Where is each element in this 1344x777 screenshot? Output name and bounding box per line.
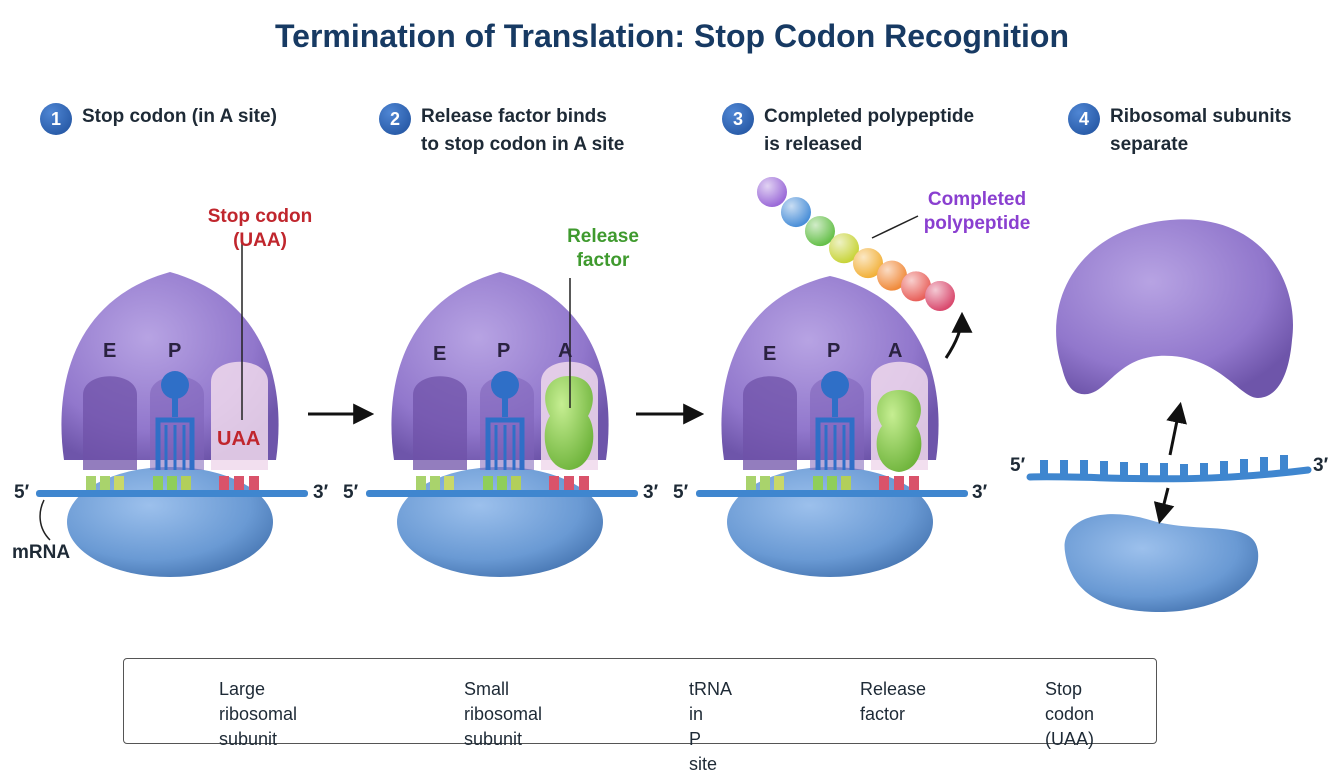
- amino-acid-bead-highlight: [829, 233, 859, 264]
- codons: [86, 476, 259, 490]
- release-factor: [544, 376, 594, 470]
- separation-arrow-up: [1166, 401, 1187, 456]
- step-1-header: 1 Stop codon (in A site): [40, 103, 277, 135]
- e-site-tunnel: [413, 376, 467, 470]
- five-prime-1: 5′: [14, 482, 30, 503]
- three-prime-3: 3′: [972, 482, 988, 503]
- large-subunit: [1056, 219, 1293, 398]
- amino-acid-bead-highlight: [901, 271, 931, 302]
- small-subunit: [1064, 514, 1259, 612]
- legend-text-trna: tRNA in P site: [689, 679, 732, 774]
- legend-text-small-subunit: Small ribosomal subunit: [464, 679, 543, 749]
- five-prime-2: 5′: [343, 482, 359, 503]
- step-4-header: 4 Ribosomal subunits separate: [1068, 103, 1292, 159]
- trna: [155, 371, 195, 470]
- free-mrna: [1026, 455, 1312, 483]
- mrna-strand: [366, 490, 638, 497]
- e-site-tunnel: [83, 376, 137, 470]
- five-prime-3: 5′: [673, 482, 689, 503]
- uaa-label: UAA: [217, 428, 261, 450]
- three-prime-1: 3′: [313, 482, 329, 503]
- poly-label-leader: [871, 215, 919, 239]
- codons: [416, 476, 589, 490]
- completed-polypeptide: [757, 177, 955, 311]
- release-arrow: [944, 311, 973, 359]
- release-factor: [876, 390, 922, 472]
- e-site-tunnel: [743, 376, 797, 470]
- step-4-text: Ribosomal subunits separate: [1110, 106, 1292, 155]
- mrna-strand: [696, 490, 968, 497]
- step-3-text: Completed polypeptide is released: [764, 106, 975, 155]
- site-e-label-1: E: [103, 340, 117, 362]
- codons: [746, 476, 919, 490]
- site-a-label-2: A: [558, 340, 573, 362]
- amino-acid-bead-highlight: [781, 197, 811, 228]
- separation-arrow-down: [1153, 487, 1175, 525]
- three-prime-2: 3′: [643, 482, 659, 503]
- a-site-pocket: [211, 361, 268, 470]
- amino-acid-bead-highlight: [853, 248, 883, 279]
- three-prime-4: 3′: [1313, 455, 1329, 476]
- site-p-label-2: P: [497, 340, 511, 362]
- separated-subunits: [1026, 219, 1312, 612]
- amino-acid-bead-highlight: [805, 216, 835, 247]
- step-2-header: 2 Release factor binds to stop codon in …: [379, 103, 624, 159]
- five-prime-4: 5′: [1010, 455, 1026, 476]
- step-2-text: Release factor binds to stop codon in A …: [421, 106, 625, 155]
- legend-text-release-factor: Release factor: [860, 679, 927, 724]
- mrna-strand: [36, 490, 308, 497]
- page-title: Termination of Translation: Stop Codon R…: [274, 18, 1070, 54]
- amino-acid-bead-highlight: [925, 281, 955, 311]
- step-4-number: 4: [1068, 103, 1100, 135]
- mrna-leader: [39, 499, 51, 541]
- step-1-number: 1: [40, 103, 72, 135]
- step-1-text: Stop codon (in A site): [82, 106, 277, 127]
- completed-polypeptide-label: Completed polypeptide: [923, 189, 1031, 234]
- legend: Large ribosomal subunit Small ribosomal …: [123, 658, 1157, 774]
- step-3-number: 3: [722, 103, 754, 135]
- ribosome-panel-3: [696, 177, 973, 577]
- step-2-number: 2: [379, 103, 411, 135]
- site-p-label-3: P: [827, 340, 841, 362]
- step-3-header: 3 Completed polypeptide is released: [722, 103, 974, 159]
- trna: [485, 371, 525, 470]
- amino-acid-bead-highlight: [877, 260, 907, 291]
- ribosome-panel-2: [366, 272, 638, 577]
- trna: [815, 371, 855, 470]
- site-e-label-3: E: [763, 343, 777, 365]
- mrna-label: mRNA: [12, 542, 71, 563]
- amino-acid-bead-highlight: [757, 177, 787, 207]
- ribosome-panel-1: [36, 238, 308, 577]
- legend-text-stop-codon: Stop codon (UAA): [1045, 679, 1095, 749]
- legend-text-large-subunit: Large ribosomal subunit: [219, 679, 298, 749]
- site-p-label-1: P: [168, 340, 182, 362]
- site-a-label-3: A: [888, 340, 903, 362]
- release-factor-label: Release factor: [567, 226, 639, 271]
- site-e-label-2: E: [433, 343, 447, 365]
- stop-codon-label: Stop codon (UAA): [207, 206, 313, 251]
